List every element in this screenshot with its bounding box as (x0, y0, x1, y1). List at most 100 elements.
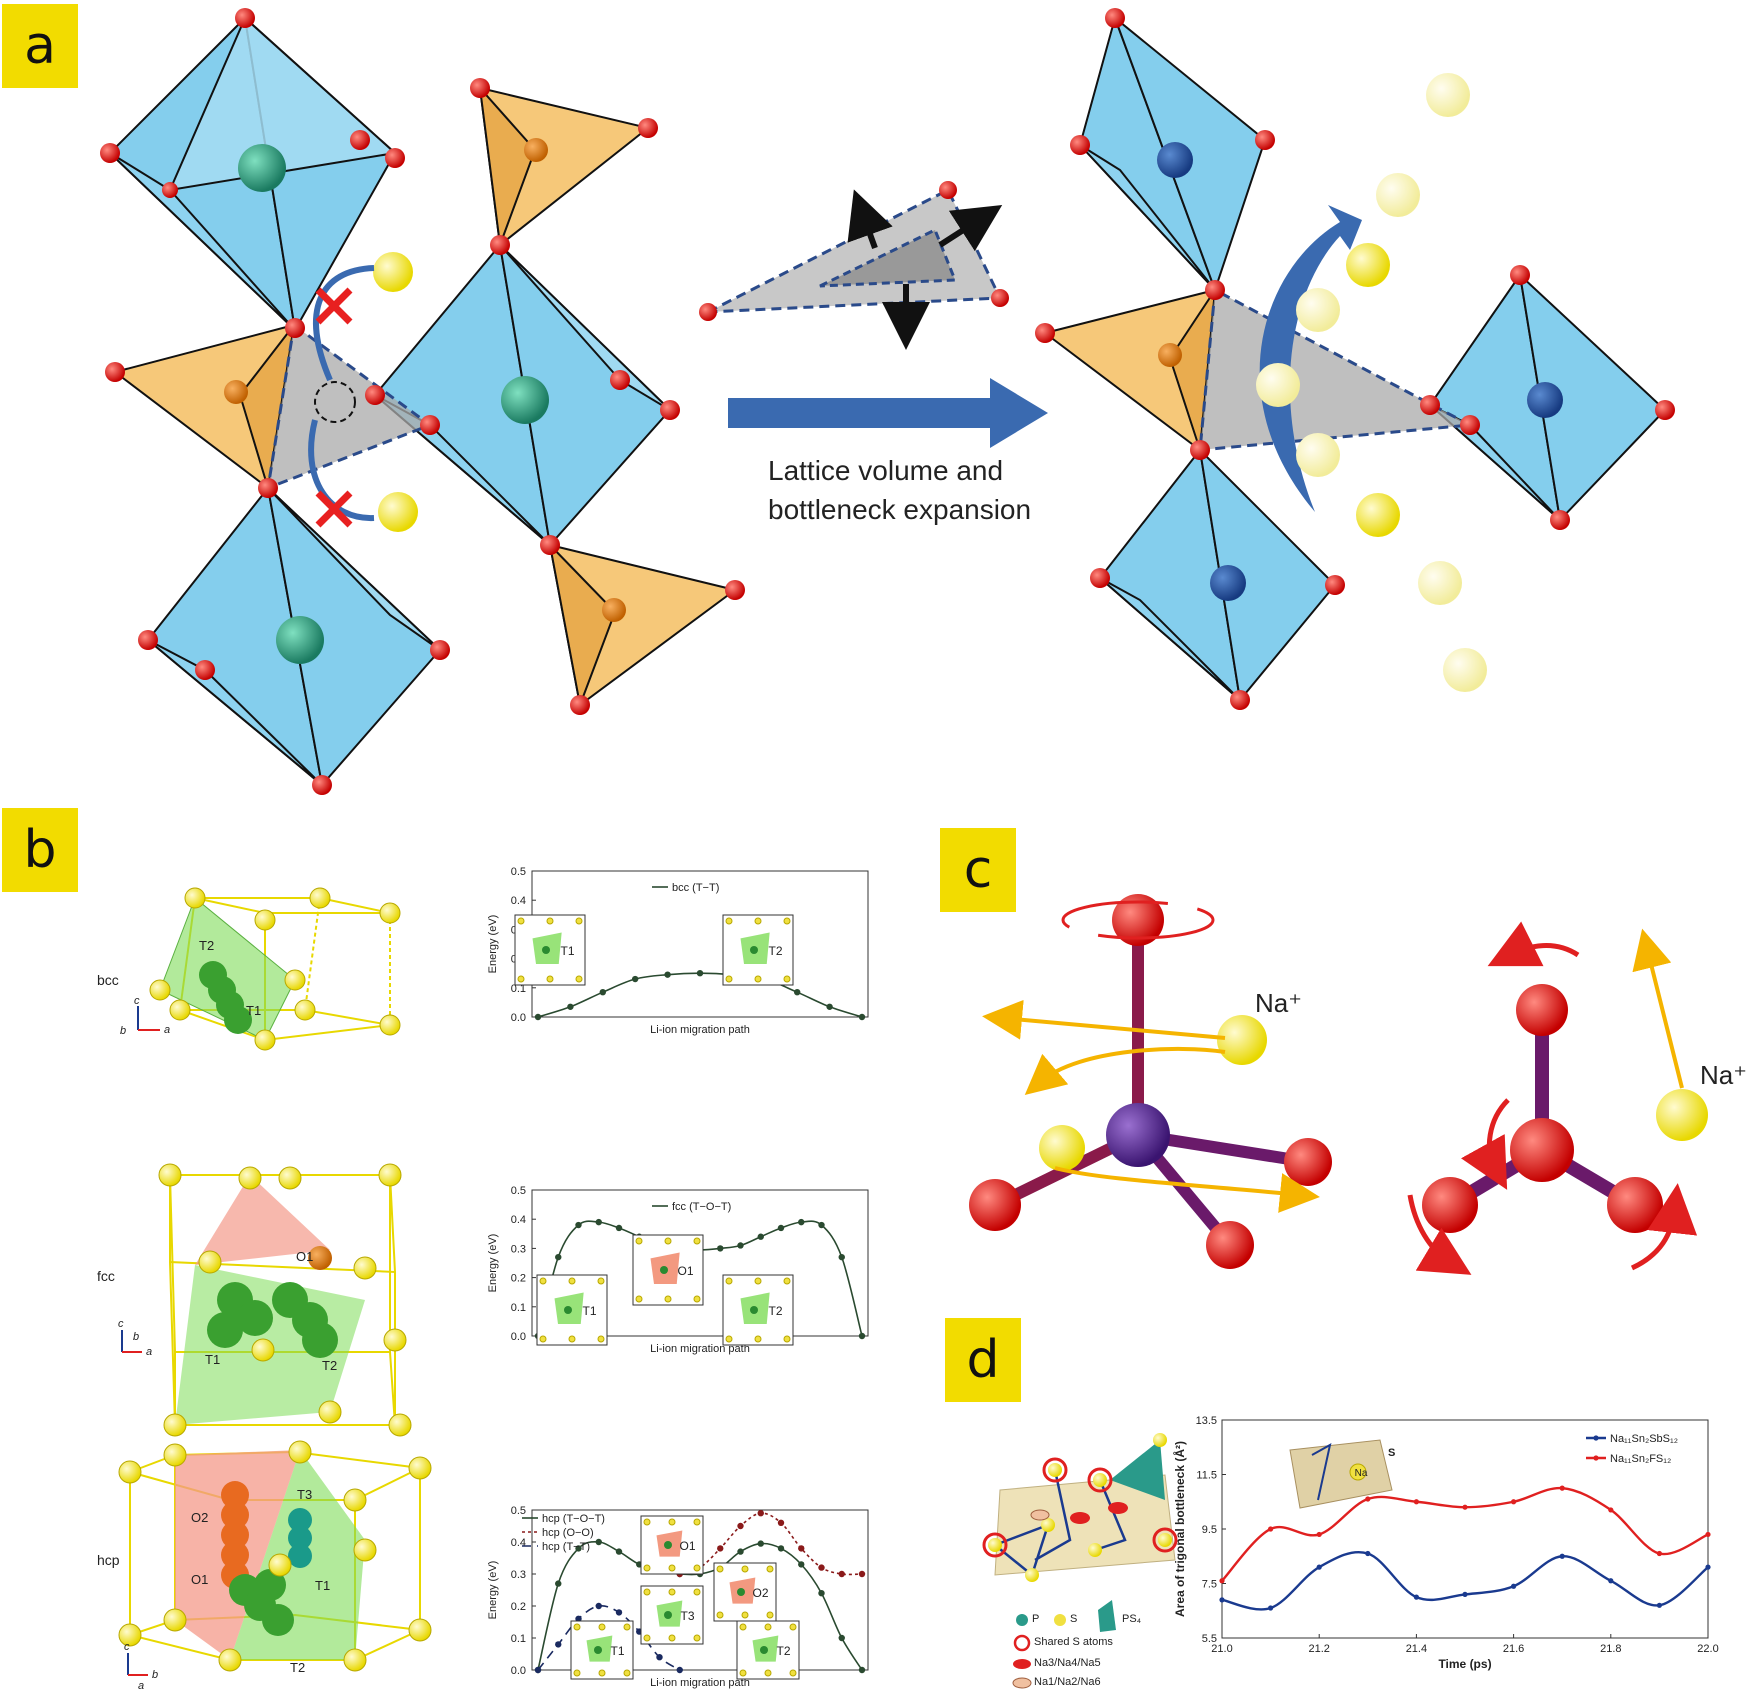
data-point (1462, 1591, 1468, 1597)
data-point (534, 1013, 542, 1021)
inset-atom (725, 1335, 733, 1343)
legend-p: P (1032, 1613, 1040, 1625)
y-tick-label: 0.5 (511, 1185, 526, 1197)
hcp-axis-c: c (124, 1641, 130, 1653)
inset-atom (754, 975, 762, 983)
inset-label: O1 (677, 1264, 693, 1278)
blocked-path-upper (313, 265, 375, 382)
inset-atom (643, 1518, 651, 1526)
inset-atom (539, 1335, 547, 1343)
inset-s-label: S (1388, 1447, 1395, 1459)
data-point (575, 1545, 582, 1552)
fcc-site-t1: T1 (205, 1352, 221, 1367)
plot-frame (531, 1509, 869, 1671)
data-point (737, 1522, 744, 1530)
data-point (1462, 1504, 1468, 1510)
series-line (1221, 1551, 1709, 1611)
inset-atom (725, 1277, 733, 1285)
inset-label: O2 (752, 1586, 768, 1600)
data-point (1219, 1597, 1225, 1603)
inset-ion (750, 1306, 758, 1314)
data-point (632, 975, 639, 983)
data-point (1316, 1564, 1322, 1570)
data-point (595, 1218, 602, 1226)
y-tick-label: 0.2 (511, 1601, 526, 1613)
fcc-axis-a: a (146, 1346, 153, 1358)
hcp-label: hcp (97, 1552, 120, 1568)
hcp-site-o2: O2 (191, 1510, 209, 1525)
vacancy-site (314, 381, 356, 423)
x-tick-label: 21.0 (1211, 1643, 1232, 1655)
inset-ion (664, 1611, 672, 1619)
inset-atom (693, 1237, 701, 1245)
bcc-site-t1: T1 (246, 1003, 262, 1018)
data-point (555, 1253, 562, 1261)
y-tick-label: 0.0 (511, 1012, 526, 1024)
x-tick-label: 21.6 (1503, 1643, 1524, 1655)
legend-na345: Na3/Na4/Na5 (1034, 1657, 1101, 1669)
y-tick-label: 0.3 (511, 1569, 526, 1581)
legend-label: hcp (T−T) (542, 1541, 590, 1553)
fcc-label: fcc (97, 1268, 115, 1284)
data-point (1656, 1602, 1662, 1608)
y-tick-label: 0.4 (511, 1537, 526, 1549)
inset-atom (668, 1518, 676, 1526)
tetrahedron-upper (478, 84, 651, 247)
inset-t2: T2 (722, 1274, 794, 1346)
data-point (656, 1654, 663, 1661)
inset-t1: T1 (536, 1274, 608, 1346)
legend-marker (1593, 1455, 1599, 1461)
na-ion-lower (378, 492, 418, 532)
inset-atom (783, 1277, 791, 1285)
data-point (1656, 1550, 1662, 1557)
y-tick-label: 0.1 (511, 1302, 526, 1314)
data-point (567, 1003, 574, 1010)
inset-atom (725, 975, 733, 983)
y-tick-label: 0.5 (511, 866, 526, 878)
inset-atom (635, 1295, 643, 1303)
blocked-path-lower (308, 419, 375, 522)
y-tick-label: 0.5 (511, 1505, 526, 1517)
bcc-site-t2: T2 (199, 938, 215, 953)
data-point (838, 1253, 845, 1261)
inset-atom (546, 917, 554, 925)
legend-label: hcp (O−O) (542, 1527, 594, 1539)
plot-frame (531, 1189, 869, 1337)
data-point (757, 1510, 764, 1517)
legend-shared-s: Shared S atoms (1034, 1636, 1113, 1648)
inset-atom (573, 1623, 581, 1631)
y-tick-label: 7.5 (1202, 1579, 1217, 1591)
na-ion-label-right: Na⁺ (1700, 1060, 1747, 1090)
legend-label: Na₁₁Sn₂FS₁₂ (1610, 1453, 1671, 1465)
data-point (1413, 1499, 1419, 1505)
data-point (737, 1548, 744, 1555)
fcc-site-o1: O1 (296, 1249, 314, 1264)
data-point (595, 1538, 602, 1546)
inset-ion (737, 1588, 745, 1596)
legend-label: bcc (T−T) (672, 882, 719, 894)
data-point (777, 1224, 785, 1232)
panel-label-d: d (945, 1318, 1021, 1402)
legend-ps4: PS₄ (1122, 1613, 1142, 1625)
data-point (664, 971, 671, 978)
data-point (555, 1641, 562, 1648)
legend-na126: Na1/Na2/Na6 (1034, 1676, 1101, 1688)
y-axis-label: Energy (eV) (487, 1561, 499, 1620)
inset-label: T1 (560, 944, 574, 958)
na-ion-label-left: Na⁺ (1255, 988, 1302, 1018)
inset-atom (568, 1277, 576, 1285)
data-point (838, 1570, 845, 1578)
transform-arrow (728, 378, 1048, 448)
data-point (1268, 1526, 1274, 1532)
data-point (696, 970, 704, 977)
series-1: Na₁₁Sn₂FS₁₂ (1219, 1453, 1711, 1584)
cation-green-1 (238, 144, 286, 192)
octahedron-center-left (373, 242, 672, 548)
inset-atom (741, 1565, 749, 1573)
inset-atom (643, 1634, 651, 1642)
data-point (818, 1221, 825, 1229)
y-tick-label: 0.1 (511, 1633, 526, 1645)
x-tick-label: 21.2 (1308, 1643, 1329, 1655)
data-point (534, 1666, 542, 1674)
